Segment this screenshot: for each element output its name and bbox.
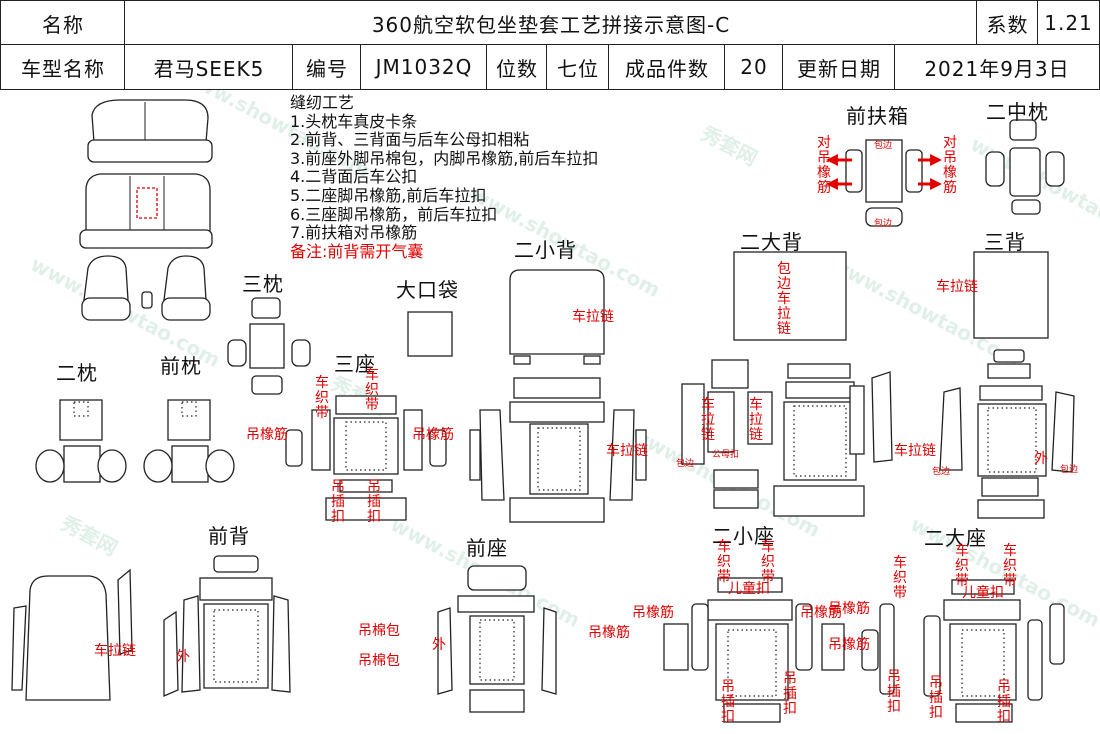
note-diao-cha-kou: 吊插扣 xyxy=(887,669,901,715)
model-label: 车型名称 xyxy=(0,44,126,90)
note-bao-bian-che-la-lian: 包边车拉链 xyxy=(777,261,791,337)
note-bao-bian: 包边 xyxy=(874,141,893,151)
note-che-zhi-dai: 车织带 xyxy=(955,543,969,589)
note-che-la-lian: 车拉链 xyxy=(701,397,715,443)
note-gong-mu-kou: 公母扣 xyxy=(712,450,740,460)
third-seat-pieces xyxy=(285,395,447,521)
note-wai: 外 xyxy=(176,649,190,665)
label-third-pillow: 三枕 xyxy=(242,272,284,296)
note-item: 1.头枕车真皮卡条 xyxy=(290,111,418,131)
second-small-seat-pieces xyxy=(663,577,845,723)
note-bao-bian: 包边 xyxy=(932,467,951,477)
label-front-seat: 前座 xyxy=(466,536,508,560)
label-front-back: 前背 xyxy=(208,524,250,548)
airbag-remark: 备注:前背需开气囊 xyxy=(290,241,424,261)
name-label: 名称 xyxy=(0,0,126,46)
front-back-pieces xyxy=(11,555,291,701)
seats-value: 七位 xyxy=(546,44,610,90)
label-third-seat: 三座 xyxy=(334,352,376,376)
note-che-la-lian: 车拉链 xyxy=(749,397,763,443)
note-dui-diao-xiang-jin: 对吊橡筋 xyxy=(817,135,831,196)
note-che-la-lian: 车拉链 xyxy=(572,309,614,325)
note-diao-mian-bao: 吊棉包 xyxy=(358,653,400,669)
code-label: 编号 xyxy=(292,44,362,90)
note-item: 5.二座脚吊橡筋,前后车拉扣 xyxy=(290,185,487,205)
note-che-zhi-dai: 车织带 xyxy=(893,555,907,601)
note-bao-bian: 包边 xyxy=(1060,465,1079,475)
second-middle-pillow-pieces xyxy=(985,119,1065,215)
note-diao-cha-kou: 吊插扣 xyxy=(721,679,735,725)
third-back-pieces xyxy=(939,251,1075,519)
front-seat-pieces xyxy=(437,565,557,713)
overview-rear-seat xyxy=(79,99,213,249)
label-second-pillow: 二枕 xyxy=(56,361,98,385)
note-item: 4.二背面后车公扣 xyxy=(290,167,418,187)
note-che-la-lian: 车拉链 xyxy=(936,279,978,295)
note-dui-diao-xiang-jin: 对吊橡筋 xyxy=(943,135,957,196)
note-che-zhi-dai: 车织带 xyxy=(761,539,775,585)
note-che-zhi-dai: 车织带 xyxy=(315,375,329,421)
note-item: 2.前背、三背面与后车公母扣相粘 xyxy=(290,130,530,150)
note-diao-xiang-jin: 吊橡筋 xyxy=(246,427,288,443)
note-bao-bian: 包边 xyxy=(874,219,893,229)
front-armrest-pieces xyxy=(826,139,942,227)
note-wai: 外 xyxy=(1034,451,1048,467)
note-diao-cha-kou: 吊插扣 xyxy=(367,479,381,525)
model-value: 君马SEEK5 xyxy=(124,44,294,90)
note-che-zhi-dai: 车织带 xyxy=(365,367,379,413)
label-big-pocket: 大口袋 xyxy=(396,278,459,302)
front-pillow-pieces xyxy=(143,399,235,483)
note-wai: 外 xyxy=(432,637,446,653)
coef-value: 1.21 xyxy=(1037,0,1100,46)
note-diao-cha-kou: 吊插扣 xyxy=(997,679,1011,725)
seats-label: 位数 xyxy=(486,44,548,90)
note-diao-xiang-jin: 吊橡筋 xyxy=(412,427,454,443)
label-second-small-seat: 二小座 xyxy=(712,524,775,548)
second-small-back-pieces xyxy=(469,269,647,523)
note-item: 3.前座外脚吊棉包，内脚吊橡筋,前后车拉扣 xyxy=(290,148,599,168)
date-label: 更新日期 xyxy=(782,44,896,90)
note-diao-xiang-jin: 吊橡筋 xyxy=(632,605,674,621)
label-front-pillow: 前枕 xyxy=(160,354,202,378)
note-item: 7.前扶箱对吊橡筋 xyxy=(290,223,418,243)
second-big-back-pieces xyxy=(681,251,893,517)
note-che-la-lian: 车拉链 xyxy=(894,443,936,459)
third-pillow-pieces xyxy=(227,297,311,395)
note-diao-cha-kou: 吊插扣 xyxy=(783,671,797,717)
label-second-big-seat: 二大座 xyxy=(924,526,987,550)
label-second-big-back: 二大背 xyxy=(740,230,803,254)
note-diao-xiang-jin: 吊橡筋 xyxy=(588,625,630,641)
note-diao-xiang-jin: 吊橡筋 xyxy=(828,637,870,653)
note-item: 6.三座脚吊橡筋，前后车拉扣 xyxy=(290,204,498,224)
label-second-small-back: 二小背 xyxy=(514,238,577,262)
note-diao-cha-kou: 吊插扣 xyxy=(929,675,943,721)
overview-front-seats xyxy=(81,255,211,321)
note-che-zhi-dai: 车织带 xyxy=(717,539,731,585)
code-value: JM1032Q xyxy=(360,44,488,90)
label-front-armrest: 前扶箱 xyxy=(846,104,909,128)
note-er-tong-kou: 儿童扣 xyxy=(728,581,770,597)
note-diao-xiang-jin: 吊橡筋 xyxy=(828,601,870,617)
second-big-seat-pieces xyxy=(861,579,1065,723)
note-er-tong-kou: 儿童扣 xyxy=(962,585,1004,601)
big-pocket-piece xyxy=(407,311,453,357)
note-bao-bian: 包边 xyxy=(676,459,695,469)
note-diao-mian-bao: 吊棉包 xyxy=(358,623,400,639)
notes-title: 缝纫工艺 xyxy=(290,93,355,112)
date-value: 2021年9月3日 xyxy=(894,44,1100,90)
label-third-back: 三背 xyxy=(984,230,1026,254)
note-diao-xiang-jin: 吊橡筋 xyxy=(800,605,842,621)
note-diao-cha-kou: 吊插扣 xyxy=(331,479,345,525)
note-che-zhi-dai: 车织带 xyxy=(1003,543,1017,589)
note-che-la-lian: 车拉链 xyxy=(606,443,648,459)
label-second-middle-pillow: 二中枕 xyxy=(986,100,1049,124)
note-che-la-lian: 车拉链 xyxy=(94,643,136,659)
second-pillow-pieces xyxy=(35,399,127,483)
sewing-notes: 缝纫工艺 1.头枕车真皮卡条 2.前背、三背面与后车公母扣相粘 3.前座外脚吊棉… xyxy=(290,93,599,261)
coef-label: 系数 xyxy=(976,0,1039,46)
